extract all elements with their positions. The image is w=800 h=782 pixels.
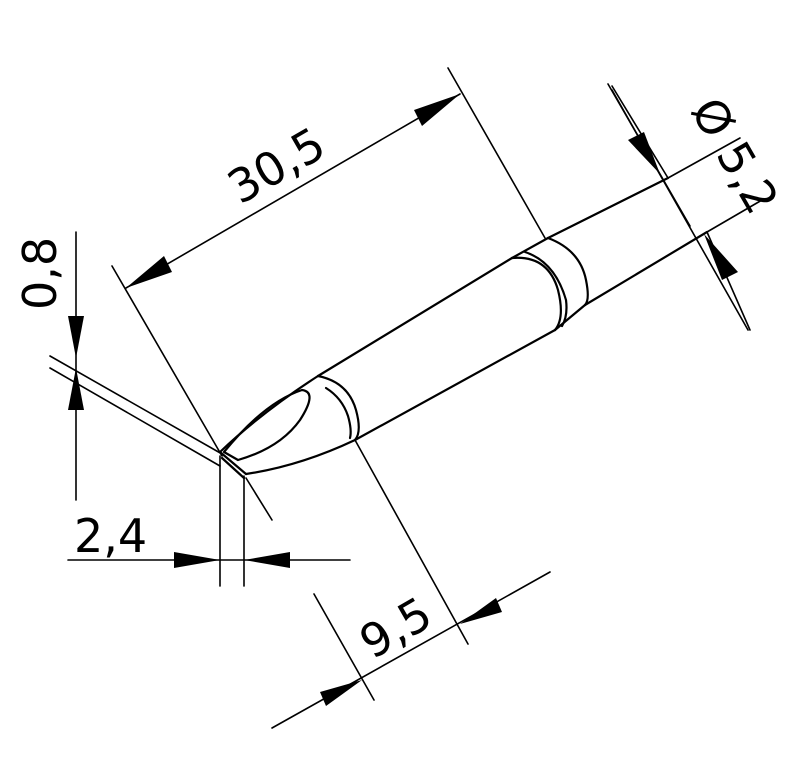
- extension-line-width-face: [245, 477, 273, 521]
- dimension-diameter: Ø 5,2: [607, 83, 789, 331]
- extension-line-taper-tip: [313, 593, 375, 701]
- shank-top-edge: [546, 176, 670, 240]
- arrow-taper-left: [320, 680, 362, 706]
- arrow-diameter-top: [628, 132, 660, 174]
- arrow-thickness-bottom: [68, 368, 84, 410]
- extension-line-thickness-upper: [49, 355, 223, 455]
- arrow-width-left: [174, 552, 220, 568]
- shoulder-ring: [316, 374, 360, 442]
- dimension-total-length: 30,5: [111, 67, 546, 457]
- extension-line-collar: [447, 67, 546, 239]
- dimension-line-30-5: [125, 93, 461, 289]
- chisel-face-top: [218, 450, 248, 476]
- extension-line-shank-top: [667, 137, 741, 179]
- shoulder-ring-inner: [324, 386, 352, 440]
- chisel-flat: [222, 388, 311, 462]
- taper-upper: [218, 374, 320, 454]
- arrow-30-5-left: [126, 256, 172, 288]
- extension-line-diameter-top: [611, 85, 669, 179]
- taper-lower: [244, 438, 357, 476]
- dimension-line-taper: [271, 571, 551, 729]
- collar-top: [510, 236, 550, 260]
- label-taper-length: 9,5: [351, 586, 441, 669]
- collar-bottom: [553, 303, 587, 332]
- shaft-top-edge: [316, 256, 514, 378]
- collar-inner: [523, 250, 568, 328]
- tip-outline: [218, 176, 709, 480]
- dimension-line-diameter: [611, 89, 749, 331]
- collar-ring-back: [546, 236, 589, 307]
- label-tip-width: 2,4: [74, 509, 147, 563]
- arrow-diameter-bottom: [704, 234, 738, 280]
- dimension-tip-thickness: 0,8: [13, 231, 223, 501]
- arrow-taper-right: [460, 598, 502, 624]
- arrow-thickness-top: [68, 316, 84, 358]
- extension-line-shank-bottom: [706, 199, 763, 233]
- shank-bottom-edge: [583, 230, 709, 307]
- dimension-tip-width: 2,4: [67, 455, 351, 587]
- extension-line-tip: [111, 265, 223, 457]
- arrow-30-5-right: [414, 94, 460, 126]
- label-diameter: Ø 5,2: [680, 89, 789, 223]
- collar-ring-front: [510, 256, 562, 332]
- extension-line-taper-shoulder: [354, 439, 469, 645]
- arrow-width-right: [244, 552, 290, 568]
- dimension-taper-length: 9,5: [271, 439, 551, 729]
- shaft-bottom-edge: [353, 328, 557, 442]
- chisel-face-edge: [220, 456, 246, 480]
- label-tip-thickness: 0,8: [13, 237, 67, 310]
